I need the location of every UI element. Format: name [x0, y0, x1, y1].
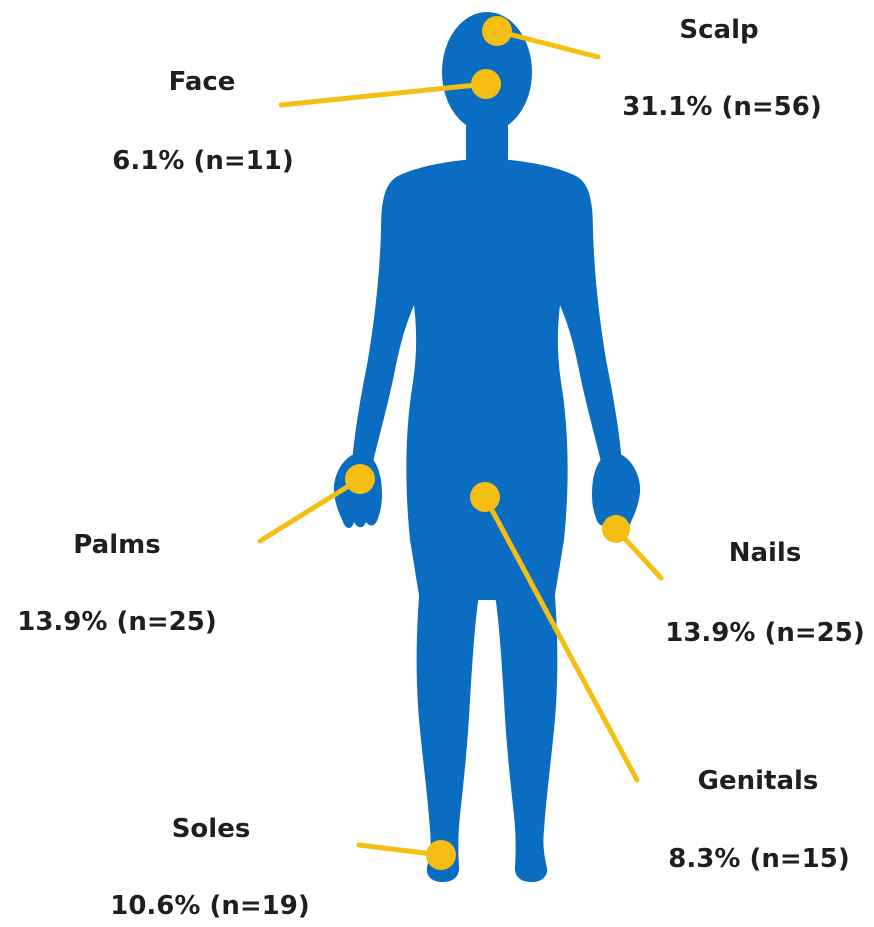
soles-value: 10.6% (n=19) — [110, 893, 310, 919]
face-marker — [471, 69, 501, 99]
soles-marker — [426, 840, 456, 870]
nails-marker — [602, 515, 630, 543]
genitals-label: Genitals — [698, 768, 819, 794]
palms-value: 13.9% (n=25) — [17, 609, 217, 635]
scalp-value: 31.1% (n=56) — [622, 94, 822, 120]
genitals-value: 8.3% (n=15) — [668, 846, 849, 872]
human-silhouette — [334, 12, 640, 882]
left-leg-shape — [417, 585, 480, 882]
palms-marker — [345, 464, 375, 494]
face-label: Face — [169, 69, 236, 95]
soles-label: Soles — [172, 816, 251, 842]
face-value: 6.1% (n=11) — [112, 148, 293, 174]
nails-value: 13.9% (n=25) — [665, 620, 865, 646]
right-leg-shape — [494, 585, 557, 882]
scalp-marker — [482, 16, 512, 46]
genitals-marker — [470, 482, 500, 512]
palms-label: Palms — [73, 532, 160, 558]
torso-shape — [352, 158, 622, 600]
scalp-label: Scalp — [679, 17, 758, 43]
nails-label: Nails — [729, 540, 802, 566]
